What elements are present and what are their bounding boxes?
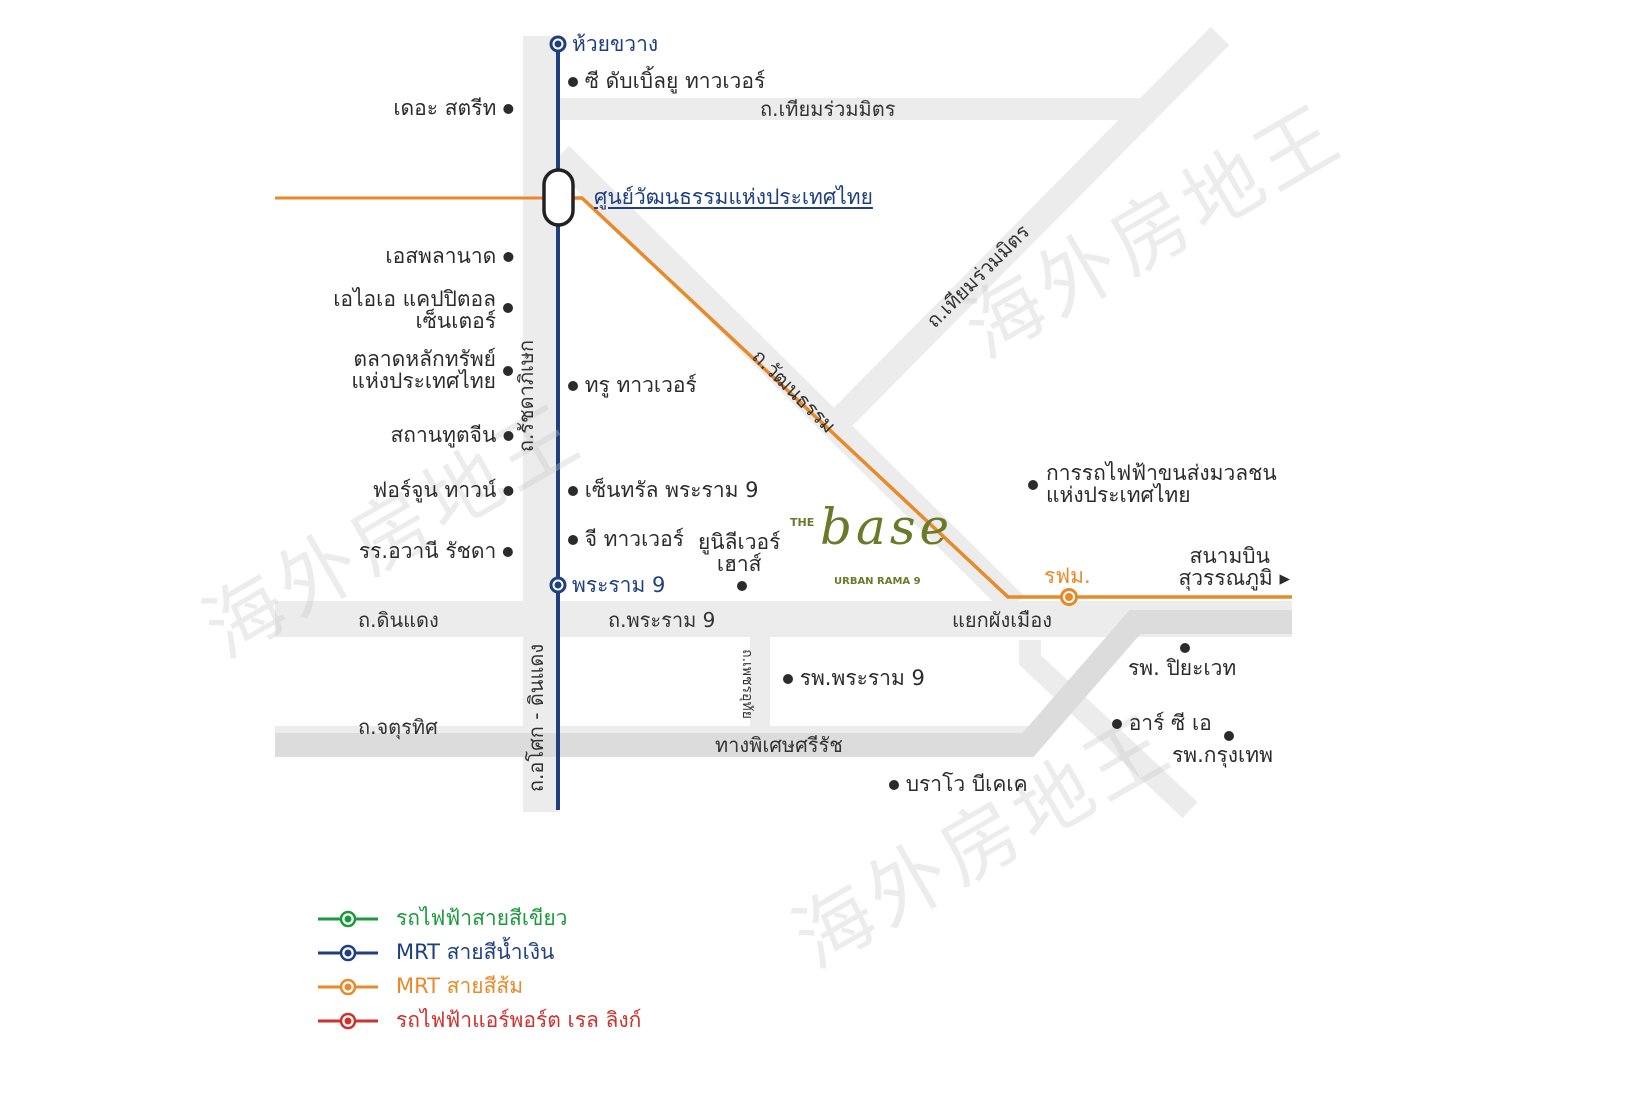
place-dot xyxy=(737,581,747,591)
logo-subtitle: URBAN RAMA 9 xyxy=(834,576,921,587)
legend-item-orange: MRT สายสีส้ม xyxy=(318,970,523,1003)
station-rama9: พระราม 9 xyxy=(572,573,666,597)
legend-label: MRT สายสีน้ำเงิน xyxy=(396,940,555,964)
line-marker-icon xyxy=(318,944,378,961)
legend-label: รถไฟฟ้าสายสีเขียว xyxy=(396,906,568,930)
place-g-tower: จี ทาวเวอร์ xyxy=(568,528,684,550)
place-dot xyxy=(1028,480,1038,490)
place-dot xyxy=(783,674,793,684)
place-mrta xyxy=(1028,462,1038,490)
road-label-din-daeng: ถ.ดินแดง xyxy=(358,608,439,632)
place-central-rama9: เซ็นทรัล พระราม 9 xyxy=(568,479,759,501)
place-ovanee: รร.อวานี รัชดา xyxy=(359,540,513,562)
legend-item-green: รถไฟฟ้าสายสีเขียว xyxy=(318,902,567,935)
place-dot xyxy=(503,431,513,441)
place-cw-tower: ซี ดับเบิ้ลยู ทาวเวอร์ xyxy=(568,70,765,92)
place-true-tower: ทรู ทาวเวอร์ xyxy=(568,374,697,396)
legend-item-blue: MRT สายสีน้ำเงิน xyxy=(318,936,554,969)
road-label-chaturathit: ถ.จตุรทิศ xyxy=(358,715,438,739)
road-label-rama9: ถ.พระราม 9 xyxy=(608,608,716,632)
place-dot xyxy=(503,547,513,557)
place-piyavate: รพ. ปิยะเวท xyxy=(1128,656,1237,680)
logo-the: THE xyxy=(790,516,815,529)
road-sirat-expressway xyxy=(275,610,1292,757)
place-dot xyxy=(1180,643,1190,653)
station-rfm-marker xyxy=(1060,588,1078,606)
road-diagonal-se xyxy=(1019,640,1198,819)
road-wattanatham xyxy=(550,145,1025,615)
legend-label: MRT สายสีส้ม xyxy=(396,974,524,998)
place-dot xyxy=(503,366,513,376)
road-label-phang-mueang: แยกผังเมือง xyxy=(952,608,1052,632)
place-dot xyxy=(503,303,513,313)
line-marker-icon xyxy=(318,910,378,927)
place-dot xyxy=(889,780,899,790)
place-dot xyxy=(1224,731,1234,741)
interchange-marker xyxy=(542,168,575,227)
line-marker-icon xyxy=(318,978,378,995)
place-dot xyxy=(568,77,578,87)
place-chinese-embassy: สถานทูตจีน xyxy=(390,424,513,446)
place-dot xyxy=(503,252,513,262)
place-bravo-bkk: บราโว บีเคเค xyxy=(889,773,1028,795)
station-thailand-cultural-centre: ศูนย์วัฒนธรรมแห่งประเทศไทย xyxy=(594,185,873,209)
place-the-street: เดอะ สตรีท xyxy=(393,97,513,119)
line-marker-icon xyxy=(318,1012,378,1029)
road-label-phetch-uthai: ถ.เพชรอุทัย xyxy=(738,649,755,719)
road-label-asok-din-daeng: ถ.อโศก - ดินแดง xyxy=(524,643,549,793)
place-dot xyxy=(503,486,513,496)
logo-base: base xyxy=(820,498,954,556)
place-praram9-hospital: รพ.พระราม 9 xyxy=(783,667,925,689)
place-bangkok-hospital: รพ.กรุงเทพ xyxy=(1172,743,1273,767)
place-set: ตลาดหลักทรัพย์แห่งประเทศไทย xyxy=(351,347,496,393)
place-dot xyxy=(568,381,578,391)
place-dot xyxy=(503,104,513,114)
place-fortune-town: ฟอร์จูน ทาวน์ xyxy=(372,479,513,501)
place-aia-capital-center: เอไอเอ แคปปิตอลเซ็นเตอร์ xyxy=(333,287,496,333)
station-huai-khwang: ห้วยขวาง xyxy=(572,32,659,56)
station-rama9-marker xyxy=(549,576,567,594)
place-dot xyxy=(1112,719,1122,729)
road-label-thiam-ruam-mit: ถ.เทียมร่วมมิตร xyxy=(760,97,896,121)
place-suvarnabhumi-airport: สนามบินสุวรรณภูมิ ▸ xyxy=(1178,544,1290,590)
place-dot xyxy=(568,486,578,496)
place-dot xyxy=(568,535,578,545)
legend-item-red: รถไฟฟ้าแอร์พอร์ต เรล ลิงก์ xyxy=(318,1004,641,1037)
place-mrta-label: การรถไฟฟ้าขนส่งมวลชนแห่งประเทศไทย xyxy=(1046,461,1277,507)
road-thiam-ruam-mit-d xyxy=(820,26,1230,440)
station-rfm: รฟม. xyxy=(1044,564,1091,588)
station-huai-khwang-marker xyxy=(549,35,567,53)
legend-label: รถไฟฟ้าแอร์พอร์ต เรล ลิงก์ xyxy=(396,1008,642,1032)
road-label-ratchadaphisek: ถ.รัชดาภิเษก xyxy=(514,339,539,453)
the-base-logo: THE base URBAN RAMA 9 xyxy=(790,498,949,592)
road-label-sirat: ทางพิเศษศรีรัช xyxy=(715,733,843,757)
place-rca: อาร์ ซี เอ xyxy=(1112,712,1212,734)
place-unilever-house: ยูนิลีเวอร์เฮาส์ xyxy=(698,530,781,576)
place-esplanade: เอสพลานาด xyxy=(385,245,513,267)
